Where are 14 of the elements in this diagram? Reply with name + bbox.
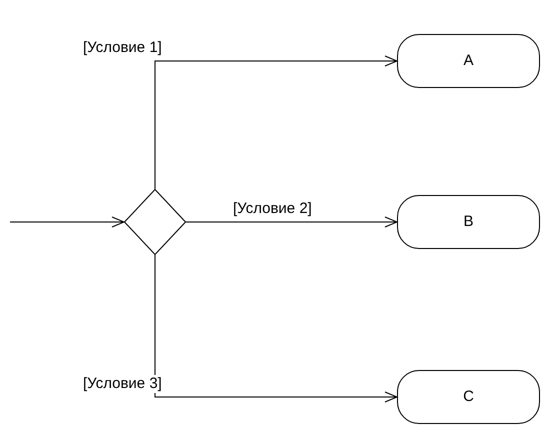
state-label: A [463,50,474,71]
state-box [397,34,540,88]
state-box [397,195,540,249]
state-label: B [463,212,474,232]
edge-label: [Условие 2] [232,200,313,218]
state-box [397,370,540,424]
state-label: C [463,386,474,407]
arrow [154,56,398,190]
decision-diamond [124,189,186,255]
edge-label: [Условие 3] [82,375,163,393]
arrow [154,254,398,402]
arrow [10,216,124,228]
edge-label: [Условие 1] [82,39,163,57]
arrow [186,216,398,228]
